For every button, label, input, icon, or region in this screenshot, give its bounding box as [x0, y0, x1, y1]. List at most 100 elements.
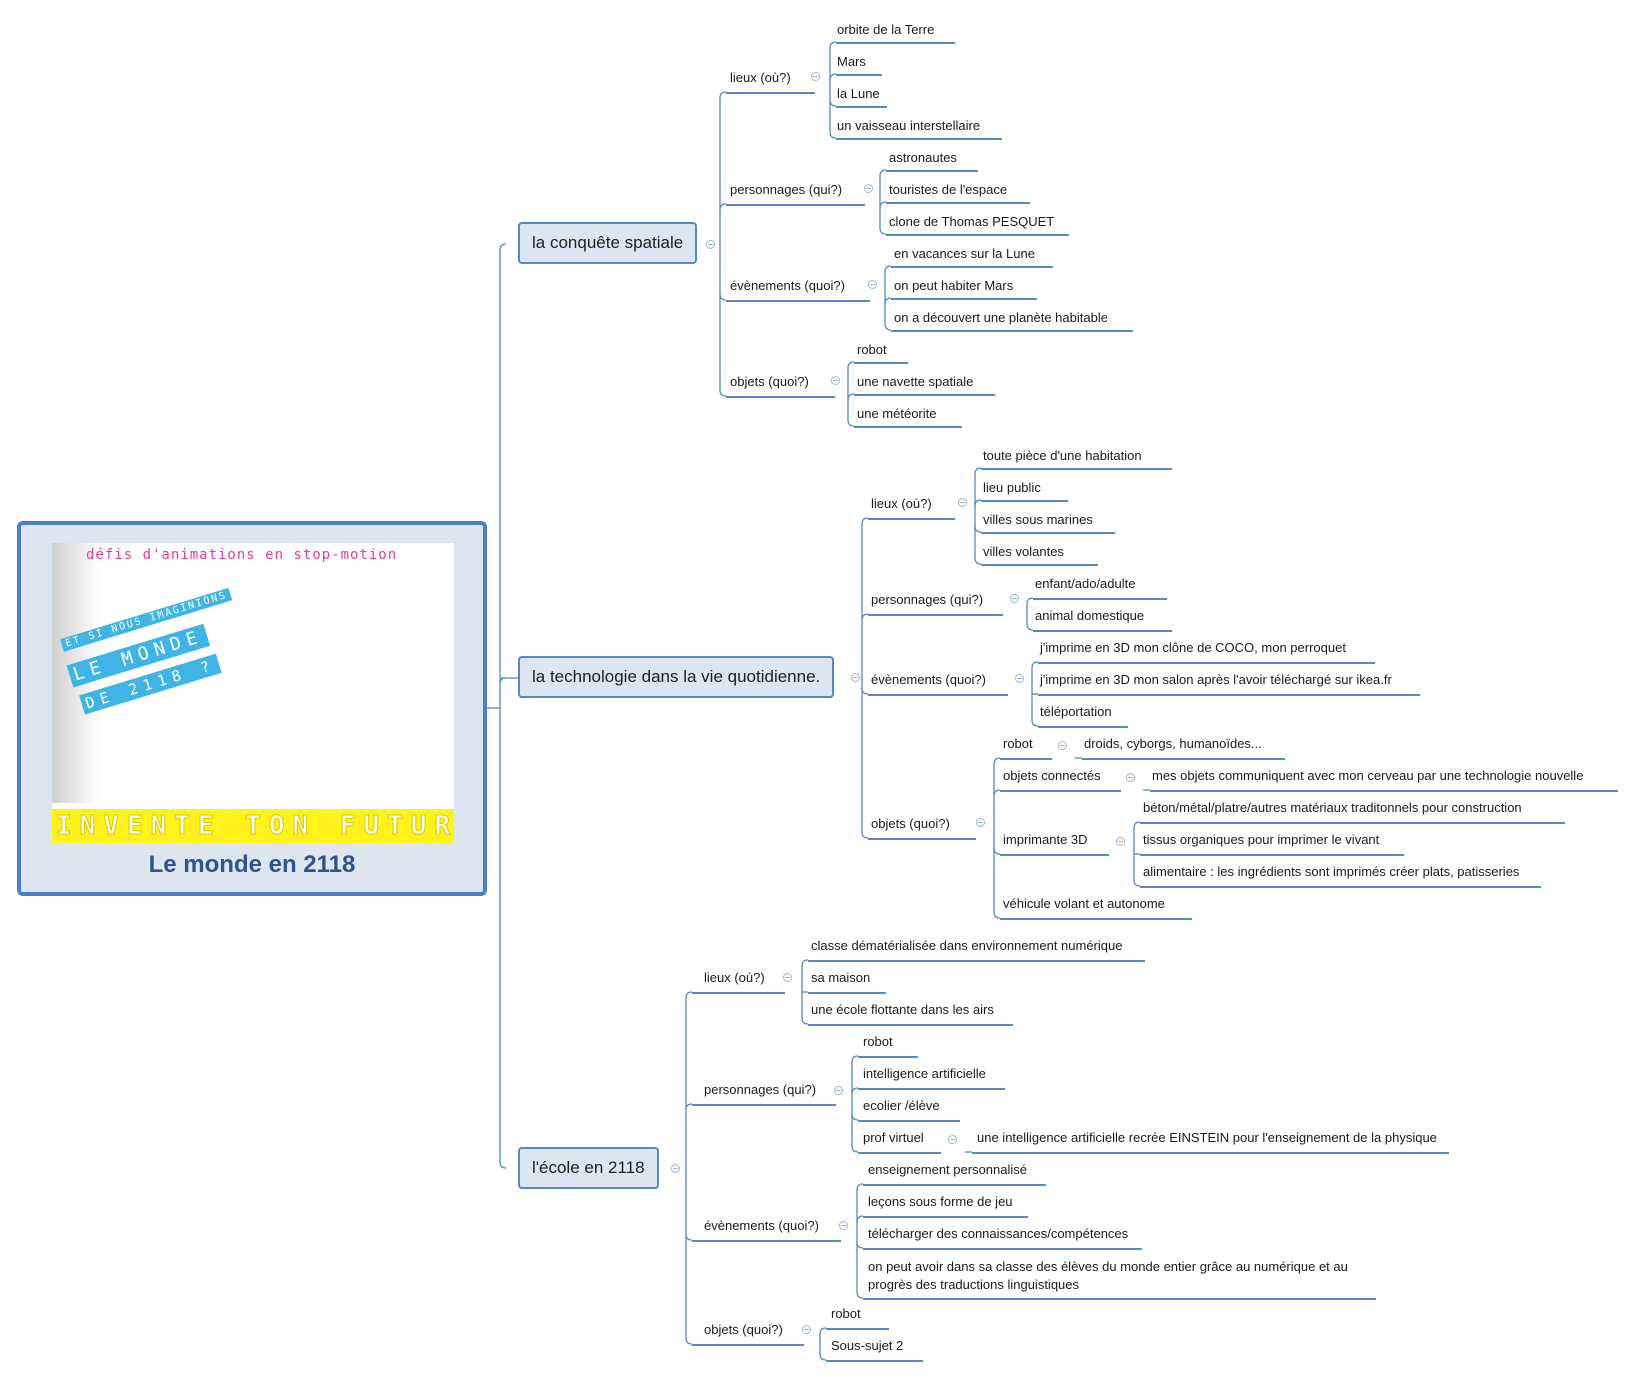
group-label[interactable]: personnages (qui?) — [871, 592, 984, 607]
leaf-item[interactable]: leçons sous forme de jeu — [868, 1194, 1013, 1209]
group-label[interactable]: objets (quoi?) — [871, 816, 950, 831]
sub-group-label[interactable]: imprimante 3D — [1003, 832, 1088, 847]
b1-curve — [719, 293, 727, 301]
b1g2-curve — [884, 323, 892, 331]
leaf-underline — [858, 1120, 960, 1122]
collapse-toggle-icon[interactable] — [1058, 741, 1067, 750]
leaf-underline — [1140, 822, 1565, 824]
leaf-item[interactable]: on peut habiter Mars — [894, 278, 1014, 293]
leaf-item[interactable]: Sous-sujet 2 — [831, 1338, 904, 1353]
collapse-toggle-icon[interactable] — [948, 1135, 957, 1144]
branch-conquete-spatiale[interactable]: la conquête spatiale — [518, 222, 698, 264]
collapse-toggle-icon[interactable] — [1015, 674, 1024, 683]
branch-ecole-2118[interactable]: l'école en 2118 — [518, 1147, 659, 1189]
leaf-underline — [858, 1088, 1005, 1090]
b3g1-curve — [851, 1055, 859, 1063]
leaf-item[interactable]: une météorite — [857, 406, 937, 421]
leaf-item[interactable]: une intelligence artificielle recrée EIN… — [977, 1130, 1437, 1145]
leaf-item[interactable]: classe dématérialisée dans environnement… — [811, 938, 1123, 953]
leaf-item[interactable]: la Lune — [837, 86, 880, 101]
leaf-item[interactable]: une école flottante dans les airs — [811, 1002, 994, 1017]
leaf-item[interactable]: béton/métal/platre/autres matériaux trad… — [1143, 800, 1522, 815]
sub-group-label[interactable]: véhicule volant et autonome — [1003, 896, 1165, 911]
group-label[interactable]: personnages (qui?) — [730, 182, 843, 197]
group-label[interactable]: objets (quoi?) — [730, 374, 809, 389]
leaf-item[interactable]: enseignement personnalisé — [868, 1162, 1027, 1177]
collapse-toggle-icon[interactable] — [868, 280, 877, 289]
group-label[interactable]: personnages (qui?) — [704, 1082, 817, 1097]
collapse-toggle-icon[interactable] — [976, 818, 985, 827]
b2g3-curve — [993, 757, 1001, 765]
leaf-item[interactable]: une navette spatiale — [857, 374, 974, 389]
b2g3-curve — [993, 911, 1001, 919]
leaf-item[interactable]: j'imprime en 3D mon clône de COCO, mon p… — [1040, 640, 1346, 655]
collapse-toggle-icon[interactable] — [1126, 773, 1135, 782]
collapse-toggle-icon[interactable] — [811, 72, 820, 81]
leaf-item[interactable]: un vaisseau interstellaire — [837, 118, 981, 133]
group-label[interactable]: lieux (où?) — [730, 70, 791, 85]
leaf-item[interactable]: mes objets communiquent avec mon cerveau… — [1152, 768, 1584, 783]
leaf-item[interactable]: en vacances sur la Lune — [894, 246, 1035, 261]
leaf-item[interactable]: robot — [831, 1306, 861, 1321]
collapse-toggle-icon[interactable] — [831, 376, 840, 385]
leaf-item[interactable]: droids, cyborgs, humanoïdes... — [1084, 736, 1262, 751]
sub-group-label[interactable]: objets connectés — [1003, 768, 1101, 783]
collapse-toggle-icon[interactable] — [851, 673, 860, 682]
leaf-item[interactable]: toute pièce d'une habitation — [983, 448, 1142, 463]
leaf-item[interactable]: enfant/ado/adulte — [1035, 576, 1136, 591]
b1g0-curve — [829, 73, 837, 81]
leaf-item[interactable]: Mars — [837, 54, 866, 69]
group-label[interactable]: lieux (où?) — [704, 970, 765, 985]
b3-curve — [685, 1233, 693, 1241]
collapse-toggle-icon[interactable] — [1010, 594, 1019, 603]
leaf-underline — [972, 1152, 1449, 1154]
leaf-item[interactable]: astronautes — [889, 150, 957, 165]
leaf-item[interactable]: sa maison — [811, 970, 871, 985]
collapse-toggle-icon[interactable] — [958, 498, 967, 507]
leaf-item[interactable]: intelligence artificielle — [863, 1066, 986, 1081]
leaf-item[interactable]: lieu public — [983, 480, 1041, 495]
b1g2-curve — [884, 297, 892, 305]
group-label[interactable]: objets (quoi?) — [704, 1322, 783, 1337]
leaf-item[interactable]: robot — [857, 342, 887, 357]
leaf-item[interactable]: orbite de la Terre — [837, 22, 935, 37]
leaf-underline — [826, 1328, 889, 1330]
central-topic[interactable]: défis d'animations en stop-motion ET SI … — [17, 521, 487, 896]
leaf-item[interactable]: ecolier /élève — [863, 1098, 940, 1113]
collapse-toggle-icon[interactable] — [864, 184, 873, 193]
collapse-toggle-icon[interactable] — [839, 1221, 848, 1230]
collapse-toggle-icon[interactable] — [1116, 837, 1125, 846]
leaf-item[interactable]: villes sous marines — [983, 512, 1093, 527]
b2g0-curve — [974, 557, 982, 565]
collapse-toggle-icon[interactable] — [671, 1164, 680, 1173]
leaf-item[interactable]: télécharger des connaissances/compétence… — [868, 1226, 1129, 1241]
leaf-item[interactable]: clone de Thomas PESQUET — [889, 214, 1055, 229]
collapse-toggle-icon[interactable] — [834, 1086, 843, 1095]
leaf-item[interactable]: tissus organiques pour imprimer le vivan… — [1143, 832, 1380, 847]
b2g1-curve — [1026, 623, 1034, 631]
b2g0-curve — [974, 499, 982, 507]
leaf-item[interactable]: j'imprime en 3D mon salon après l'avoir … — [1040, 672, 1392, 687]
branch-technologie[interactable]: la technologie dans la vie quotidienne. — [518, 656, 835, 698]
sub-group-label[interactable]: robot — [1003, 736, 1033, 751]
leaf-item[interactable]: robot — [863, 1034, 893, 1049]
group-underline — [726, 204, 865, 206]
leaf-item[interactable]: alimentaire : les ingrédients sont impri… — [1143, 864, 1520, 879]
group-label[interactable]: évènements (quoi?) — [704, 1218, 819, 1233]
group-label[interactable]: évènements (quoi?) — [730, 278, 845, 293]
leaf-item[interactable]: animal domestique — [1035, 608, 1145, 623]
group-underline — [692, 1240, 841, 1242]
group-label[interactable]: évènements (quoi?) — [871, 672, 986, 687]
leaf-item[interactable]: on peut avoir dans sa classe des élèves … — [868, 1259, 1348, 1292]
collapse-toggle-icon[interactable] — [783, 973, 792, 982]
leaf-item[interactable]: téléportation — [1040, 704, 1112, 719]
collapse-toggle-icon[interactable] — [802, 1325, 811, 1334]
leaf-item[interactable]: on a découvert une planète habitable — [894, 310, 1108, 325]
b1g0-curve — [829, 131, 837, 139]
sub-group-label[interactable]: prof virtuel — [863, 1130, 924, 1145]
leaf-item[interactable]: villes volantes — [983, 544, 1064, 559]
collapse-toggle-icon[interactable] — [706, 240, 715, 249]
b3g2-curve — [856, 1291, 864, 1299]
leaf-item[interactable]: touristes de l'espace — [889, 182, 1008, 197]
group-label[interactable]: lieux (où?) — [871, 496, 932, 511]
